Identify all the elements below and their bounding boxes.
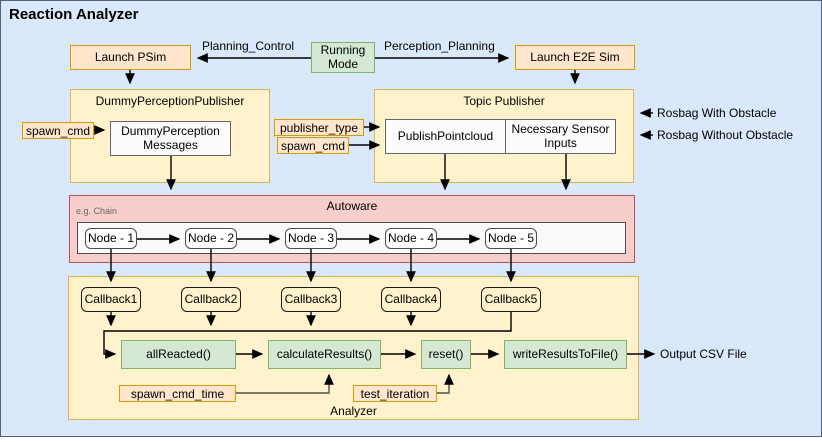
- test-iteration-tag: test_iteration: [353, 385, 437, 402]
- launch-psim-box: Launch PSim: [70, 45, 191, 70]
- rosbag-with-obstacle-label: Rosbag With Obstacle: [657, 106, 777, 120]
- topic-publisher-title: Topic Publisher: [463, 94, 545, 108]
- callback-5: Callback5: [481, 287, 541, 312]
- node-1: Node - 1: [85, 228, 137, 249]
- output-csv-label: Output CSV File: [660, 347, 747, 361]
- autoware-title: Autoware: [326, 199, 378, 213]
- planning-control-label: Planning_Control: [202, 39, 295, 53]
- callback-4: Callback4: [381, 287, 441, 312]
- publish-pointcloud-cell: PublishPointcloud: [386, 120, 506, 153]
- calculate-results-fn: calculateResults(): [268, 340, 381, 369]
- spawn-cmd-tag-right: spawn_cmd: [277, 137, 349, 154]
- analyzer-title: Analyzer: [330, 404, 377, 418]
- dummy-perception-publisher-title: DummyPerceptionPublisher: [95, 94, 245, 108]
- node-2: Node - 2: [185, 228, 237, 249]
- dummy-perception-messages-box: DummyPerception Messages: [110, 121, 231, 156]
- spawn-cmd-tag-left: spawn_cmd: [22, 122, 94, 139]
- node-chain-strip: [77, 222, 626, 254]
- running-mode-box: Running Mode: [311, 42, 375, 73]
- spawn-cmd-time-tag: spawn_cmd_time: [119, 385, 236, 402]
- node-5: Node - 5: [485, 228, 537, 249]
- topic-publisher-inner-group: PublishPointcloud Necessary Sensor Input…: [385, 119, 616, 154]
- callback-1: Callback1: [81, 287, 141, 312]
- page-title: Reaction Analyzer: [9, 6, 139, 23]
- publisher-type-tag: publisher_type: [274, 119, 364, 136]
- node-3: Node - 3: [285, 228, 337, 249]
- perception-planning-label: Perception_Planning: [384, 39, 495, 53]
- callback-2: Callback2: [181, 287, 241, 312]
- necessary-sensor-inputs-cell: Necessary Sensor Inputs: [511, 121, 610, 150]
- write-results-fn: writeResultsToFile(): [504, 340, 627, 369]
- launch-e2e-sim-box: Launch E2E Sim: [515, 45, 635, 70]
- callback-3: Callback3: [281, 287, 341, 312]
- chain-note: e.g. Chain: [76, 206, 118, 216]
- reset-fn: reset(): [421, 340, 471, 369]
- all-reacted-fn: allReacted(): [121, 340, 236, 369]
- node-4: Node - 4: [385, 228, 437, 249]
- rosbag-without-obstacle-label: Rosbag Without Obstacle: [657, 128, 794, 142]
